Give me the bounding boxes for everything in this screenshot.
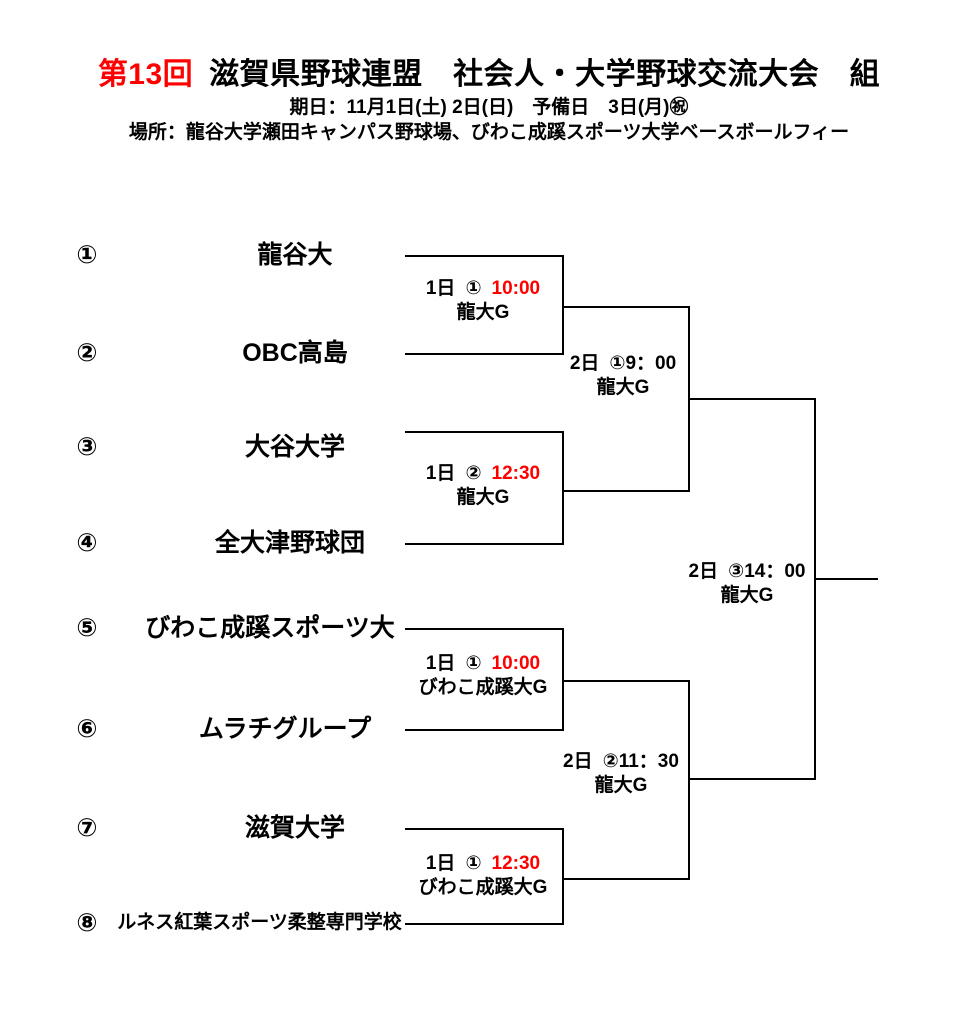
bracket-connector-final bbox=[814, 398, 816, 778]
team-entry-8: ⑧ ルネス紅葉スポーツ柔整専門学校 bbox=[70, 908, 415, 938]
bracket-connector-match-4 bbox=[562, 828, 564, 923]
team-entry-1: ① 龍谷大 bbox=[70, 240, 410, 270]
match-day-r1-m2: 1日 bbox=[425, 463, 456, 484]
match-number-r1-m1: ① bbox=[465, 278, 482, 299]
team-seed-2: ② bbox=[76, 339, 98, 367]
match-number-r2-m1: ① bbox=[609, 353, 626, 374]
bracket-line-semifinal-1-lower bbox=[562, 490, 690, 492]
match-day-r2-m1: 2日 bbox=[569, 353, 600, 374]
team-name-1: 龍谷大 bbox=[257, 241, 333, 269]
match-number-r3-m1: ③ bbox=[728, 561, 745, 582]
match-venue-r1-m1: 龍大G bbox=[456, 302, 510, 323]
match-time-r2-m1: 9：00 bbox=[625, 353, 677, 374]
match-label-r2-m2: 2日 ②11：30 龍大G bbox=[552, 750, 690, 798]
match-label-r2-m1: 2日 ①9：00 龍大G bbox=[556, 352, 690, 400]
match-label-r1-m2: 1日 ② 12:30 龍大G bbox=[404, 462, 562, 510]
team-name-6: ムラチグループ bbox=[198, 715, 372, 743]
match-time-r1-m2: 12:30 bbox=[491, 463, 541, 484]
bracket-line-semifinal-2-lower bbox=[562, 878, 690, 880]
team-seed-1: ① bbox=[76, 241, 98, 269]
bracket-line-team-1 bbox=[405, 255, 564, 257]
match-label-r1-m1: 1日 ① 10:00 龍大G bbox=[404, 277, 562, 325]
match-venue-r1-m3: びわこ成蹊大G bbox=[418, 677, 548, 698]
team-name-5: びわこ成蹊スポーツ大 bbox=[145, 614, 395, 642]
bracket-connector-match-1 bbox=[562, 255, 564, 353]
team-seed-6: ⑥ bbox=[76, 715, 98, 743]
match-day-r1-m3: 1日 bbox=[425, 653, 456, 674]
bracket-line-team-5 bbox=[405, 628, 564, 630]
match-label-r3-m1: 2日 ③14：00 龍大G bbox=[678, 560, 816, 608]
match-day-r1-m4: 1日 bbox=[425, 853, 456, 874]
event-date-line: 期日：11月1日(土) 2日(日) 予備日 3日(月)㊗ bbox=[289, 97, 689, 118]
match-day-r1-m1: 1日 bbox=[425, 278, 456, 299]
team-entry-5: ⑤ びわこ成蹊スポーツ大 bbox=[70, 613, 410, 643]
team-seed-3: ③ bbox=[76, 433, 98, 461]
match-number-r1-m2: ② bbox=[465, 463, 482, 484]
team-seed-7: ⑦ bbox=[76, 814, 98, 842]
match-time-r1-m4: 12:30 bbox=[491, 853, 541, 874]
bracket-line-semifinal-2-upper bbox=[562, 680, 690, 682]
team-entry-7: ⑦ 滋賀大学 bbox=[70, 813, 410, 843]
team-name-7: 滋賀大学 bbox=[244, 814, 345, 842]
team-name-3: 大谷大学 bbox=[244, 433, 345, 461]
match-number-r2-m2: ② bbox=[602, 751, 619, 772]
event-place-line: 場所：龍谷大学瀬田キャンパス野球場、びわこ成蹊スポーツ大学ベースボールフィー bbox=[128, 122, 850, 143]
team-entry-3: ③ 大谷大学 bbox=[70, 432, 410, 462]
match-time-r2-m2: 11：30 bbox=[618, 751, 679, 772]
team-name-2: OBC高島 bbox=[242, 339, 348, 367]
bracket-line-champion bbox=[814, 578, 878, 580]
match-venue-r1-m2: 龍大G bbox=[456, 487, 510, 508]
bracket-line-team-4 bbox=[405, 543, 564, 545]
title-edition: 第13回 bbox=[97, 58, 194, 91]
team-entry-2: ② OBC高島 bbox=[70, 338, 410, 368]
title-main: 滋賀県野球連盟 社会人・大学野球交流大会 組 bbox=[209, 58, 881, 91]
match-number-r1-m4: ① bbox=[465, 853, 482, 874]
team-entry-6: ⑥ ムラチグループ bbox=[70, 714, 410, 744]
match-time-r1-m3: 10:00 bbox=[491, 653, 541, 674]
bracket-connector-match-2 bbox=[562, 431, 564, 543]
bracket-line-team-8 bbox=[405, 923, 564, 925]
match-number-r1-m3: ① bbox=[465, 653, 482, 674]
match-time-r1-m1: 10:00 bbox=[491, 278, 541, 299]
bracket-line-team-7 bbox=[405, 828, 564, 830]
bracket-line-team-3 bbox=[405, 431, 564, 433]
match-label-r1-m3: 1日 ① 10:00 びわこ成蹊大G bbox=[400, 652, 566, 700]
team-seed-8: ⑧ bbox=[76, 909, 98, 937]
match-venue-r1-m4: びわこ成蹊大G bbox=[418, 877, 548, 898]
bracket-line-final-lower bbox=[688, 778, 816, 780]
bracket-line-team-6 bbox=[405, 729, 564, 731]
match-time-r3-m1: 14：00 bbox=[744, 561, 806, 582]
bracket-line-final-upper bbox=[688, 398, 816, 400]
bracket-line-team-2 bbox=[405, 353, 564, 355]
bracket-line-semifinal-1-upper bbox=[562, 306, 690, 308]
bracket-connector-match-3 bbox=[562, 628, 564, 729]
team-seed-4: ④ bbox=[76, 529, 98, 557]
page-title: 第13回滋賀県野球連盟 社会人・大学野球交流大会 組 bbox=[0, 57, 978, 93]
match-day-r3-m1: 2日 bbox=[688, 561, 719, 582]
team-name-8: ルネス紅葉スポーツ柔整専門学校 bbox=[117, 912, 402, 933]
match-venue-r2-m2: 龍大G bbox=[594, 775, 648, 796]
match-label-r1-m4: 1日 ① 12:30 びわこ成蹊大G bbox=[400, 852, 566, 900]
match-venue-r3-m1: 龍大G bbox=[720, 585, 774, 606]
match-venue-r2-m1: 龍大G bbox=[596, 377, 650, 398]
match-day-r2-m2: 2日 bbox=[563, 751, 593, 772]
team-entry-4: ④ 全大津野球団 bbox=[70, 528, 410, 558]
team-seed-5: ⑤ bbox=[76, 614, 98, 642]
team-name-4: 全大津野球団 bbox=[214, 529, 365, 557]
